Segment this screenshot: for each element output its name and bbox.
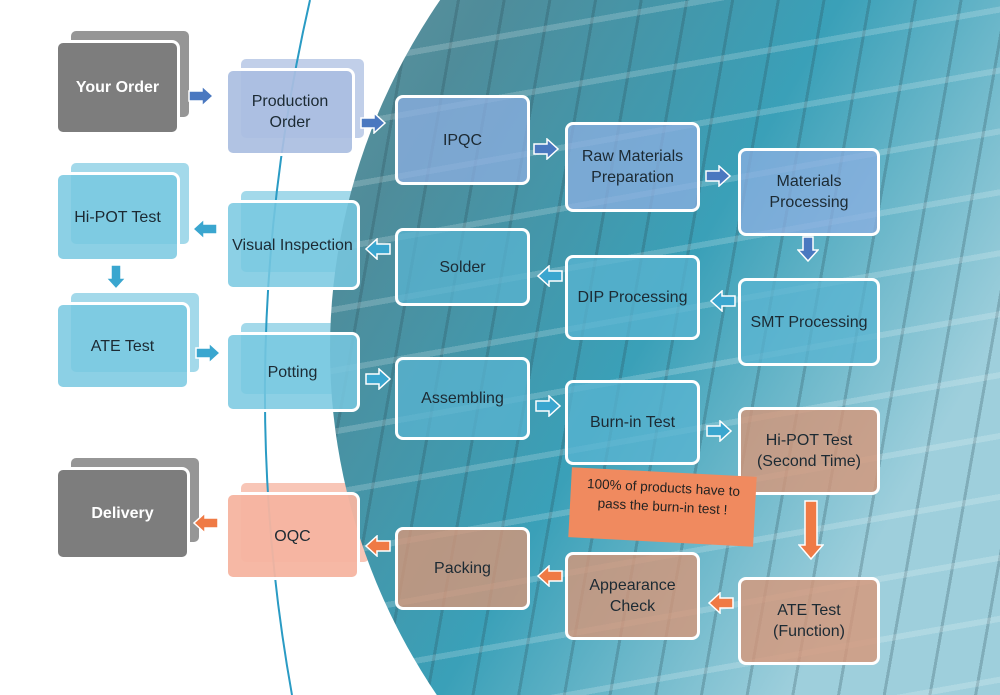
- step-label: Solder: [439, 258, 486, 276]
- step-hipot-test: Hi-POT Test: [55, 160, 192, 262]
- step-ate-test: ATE Test: [55, 290, 202, 390]
- arrow-right-icon: [195, 342, 221, 364]
- step-potting: Potting: [225, 320, 372, 412]
- step-assembling: Assembling: [395, 345, 542, 440]
- arrow-right-icon: [533, 138, 559, 160]
- step-your-order: Your Order: [55, 28, 192, 135]
- step-ipqc: IPQC: [395, 83, 542, 185]
- step-label: Visual Inspection: [232, 236, 353, 254]
- step-visual-inspection: Visual Inspection: [225, 188, 372, 290]
- step-label: DIP Processing: [577, 289, 688, 306]
- step-label: Packing: [434, 560, 491, 577]
- step-ate-test-function: ATE Test (Function): [738, 565, 892, 665]
- note-text: 100% of products have to pass the burn-i…: [586, 476, 741, 518]
- step-solder: Solder: [395, 216, 542, 306]
- arrow-right-icon: [706, 420, 732, 442]
- arrow-right-icon: [365, 368, 391, 390]
- step-hipot-second-time: Hi-POT Test (Second Time): [738, 395, 892, 495]
- arrow-left-icon: [710, 290, 736, 312]
- step-label: Your Order: [75, 79, 160, 96]
- arrow-right-icon: [705, 165, 731, 187]
- step-label: OQC: [274, 527, 311, 545]
- step-packing: Packing: [395, 515, 542, 610]
- step-label: Materials Processing: [769, 173, 849, 211]
- arrow-down-icon: [105, 264, 127, 290]
- step-smt-processing: SMT Processing: [738, 266, 892, 366]
- step-label: Hi-POT Test: [74, 208, 161, 226]
- arrow-down-long-icon: [798, 500, 824, 560]
- burn-in-note: 100% of products have to pass the burn-i…: [568, 467, 757, 547]
- step-production-order: Production Order: [225, 56, 367, 156]
- step-dip-processing: DIP Processing: [565, 243, 712, 340]
- step-label: IPQC: [442, 131, 483, 149]
- step-label: Raw Materials Preparation: [581, 148, 684, 186]
- step-label: Hi-POT Test (Second Time): [756, 432, 862, 470]
- step-label: Potting: [267, 363, 318, 381]
- step-label: SMT Processing: [750, 313, 868, 331]
- step-label: Production Order: [251, 93, 329, 131]
- arrow-left-icon: [365, 238, 391, 260]
- arrow-left-icon: [365, 535, 391, 557]
- step-raw-materials: Raw Materials Preparation: [565, 110, 712, 212]
- step-materials-processing: Materials Processing: [738, 136, 892, 236]
- arrow-right-icon: [360, 112, 386, 134]
- arrow-right-icon: [535, 395, 561, 417]
- arrow-left-icon: [193, 512, 219, 534]
- step-delivery: Delivery: [55, 455, 202, 560]
- step-oqc: OQC: [225, 480, 372, 580]
- step-appearance-check: Appearance Check: [565, 540, 712, 640]
- step-label: Appearance Check: [589, 577, 676, 615]
- step-label: Delivery: [91, 505, 154, 522]
- arrow-left-icon: [537, 565, 563, 587]
- arrow-down-icon: [797, 236, 819, 262]
- arrow-right-icon: [188, 85, 214, 107]
- arrow-left-icon: [192, 218, 218, 240]
- step-label: Assembling: [421, 390, 504, 407]
- step-label: ATE Test: [90, 337, 155, 355]
- step-label: ATE Test (Function): [772, 602, 846, 640]
- step-label: Burn-in Test: [589, 414, 676, 431]
- step-burn-in-test: Burn-in Test: [565, 368, 712, 465]
- arrow-left-icon: [708, 592, 734, 614]
- arrow-left-icon: [537, 265, 563, 287]
